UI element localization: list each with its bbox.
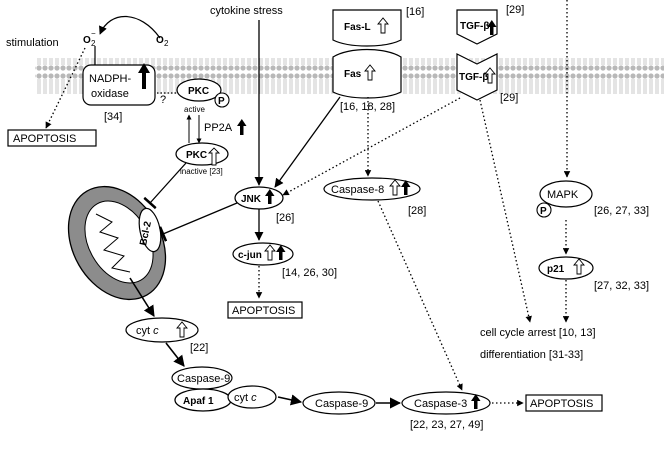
- fas-ligand-up-outline-arrow-icon: [377, 17, 389, 34]
- cjun-node: [232, 242, 294, 266]
- nadph-oxidase-ref: [34]: [104, 111, 122, 123]
- pkc-phospho-label: P: [218, 96, 225, 107]
- caspase8-up-arrow-icon: [401, 180, 411, 195]
- cjun-up-arrow-icon: [276, 245, 286, 260]
- caspase3-up-arrow-icon: [471, 394, 481, 409]
- tgfb-ligand-up-arrow-icon: [487, 20, 497, 35]
- jnk-inhibits-bcl2: [158, 202, 238, 242]
- svg-text:O: O: [83, 35, 91, 46]
- fas-receptor-label: Fas: [344, 69, 362, 80]
- differentiation-label: differentiation [31-33]: [480, 349, 583, 361]
- tgfb-to-jnk-arrow: [282, 97, 461, 196]
- cytokine-stress-label: cytokine stress: [210, 5, 283, 17]
- pkc-nadph-question: ?: [160, 94, 166, 106]
- oxygen-label: O 2: [156, 35, 169, 48]
- fas-up-outline-arrow-icon: [364, 64, 376, 81]
- mapk-phospho-badge: [536, 202, 552, 218]
- apoptosome-cytc-label: cyt c: [234, 392, 257, 404]
- apoptosome-caspase9-label: Caspase-9: [177, 373, 230, 385]
- nadph-up-arrow-icon: [138, 63, 150, 89]
- caspase3-ref: [22, 23, 27, 49]: [410, 419, 483, 431]
- tgfb-ligand-shape: [456, 9, 498, 45]
- mapk-label: MAPK: [547, 189, 579, 201]
- p21-label: p21: [547, 264, 565, 275]
- mito-to-cytc-arrow: [129, 277, 155, 317]
- pkc-phospho-badge: [214, 92, 230, 108]
- cytc-to-apoptosome-arrow: [165, 342, 185, 367]
- apoptosome-to-caspase9-arrow: [277, 394, 303, 406]
- superoxide-label: O 2 −: [83, 29, 96, 48]
- nadph-oxidase-box: [82, 64, 156, 106]
- stimulation-label: stimulation: [6, 37, 59, 49]
- jnk-up-arrow-icon: [265, 189, 275, 204]
- pkc-active-label: PKC: [188, 86, 209, 97]
- mitochondrion-icon: [67, 185, 167, 301]
- mapk-node: [539, 180, 593, 208]
- caspase9-node: [302, 391, 376, 415]
- caspase3-node: [401, 391, 491, 415]
- pkc-inactive-label: PKC: [186, 150, 207, 161]
- mapk-phospho-label: P: [540, 206, 547, 217]
- jnk-label: JNK: [241, 194, 262, 205]
- mapk-ref: [26, 27, 33]: [594, 205, 649, 217]
- svg-text:O: O: [156, 35, 164, 46]
- nadph-to-apoptosis-arrow: [45, 47, 86, 129]
- caspase8-up-outline-arrow-icon: [389, 179, 401, 196]
- jnk-ref: [26]: [276, 212, 294, 224]
- fas-receptor-shape: [332, 48, 402, 99]
- tgfb-ligand-label: TGF-β: [460, 21, 489, 32]
- pkc-active-state: active: [184, 105, 205, 114]
- pkc-inactive-state: inactive [23]: [180, 167, 223, 176]
- caspase3-label: Caspase-3: [414, 398, 467, 410]
- fas-ligand-ref: [16]: [406, 6, 424, 18]
- apoptosis-box-2: [227, 301, 303, 319]
- pp2a-label: PP2A: [204, 122, 233, 134]
- oxygen-reduction-arrow: [99, 15, 161, 39]
- fas-receptor-ref: [16, 18, 28]: [340, 101, 395, 113]
- cjun-ref: [14, 26, 30]: [282, 267, 337, 279]
- apoptosis-label-2: APOPTOSIS: [232, 305, 295, 317]
- cjun-up-outline-arrow-icon: [264, 244, 276, 261]
- fas-to-jnk-arrow: [274, 96, 341, 188]
- apaf1-label: Apaf 1: [183, 396, 214, 407]
- svg-text:Bcl-2: Bcl-2: [138, 220, 154, 247]
- nadph-oxidase-label-2: oxidase: [91, 88, 129, 100]
- nadph-oxidase-label: NADPH-: [89, 73, 132, 85]
- cytc-ref: [22]: [190, 342, 208, 354]
- cytc-up-outline-arrow-icon: [176, 321, 188, 338]
- caspase8-ref: [28]: [408, 205, 426, 217]
- cell-cycle-arrest-label: cell cycle arrest [10, 13]: [480, 327, 596, 339]
- tgfb-receptor-ref: [29]: [500, 92, 518, 104]
- svg-text:2: 2: [164, 39, 169, 48]
- caspase8-label: Caspase-8: [331, 184, 384, 196]
- apoptosis-box-3: [525, 394, 603, 412]
- tgfb-to-cell-cycle-arrow: [479, 99, 532, 323]
- tgfb-receptor-label: TGF-β: [459, 72, 488, 83]
- fas-ligand-label: Fas-L: [344, 22, 371, 33]
- tgfb-ligand-ref: [29]: [506, 4, 524, 16]
- cytc-label: cyt c: [136, 325, 159, 337]
- caspase9-label: Caspase-9: [315, 398, 368, 410]
- apoptosis-label-3: APOPTOSIS: [530, 398, 593, 410]
- tgfb-receptor-shape: [456, 53, 498, 101]
- pkc-inhibits-bcl2: [143, 162, 187, 210]
- pkc-active-node: [176, 78, 222, 102]
- cjun-label: c-jun: [238, 250, 262, 261]
- tgfb-receptor-up-outline-arrow-icon: [484, 67, 496, 84]
- caspase8-to-caspase3-arrow: [377, 200, 463, 391]
- apoptosis-label-1: APOPTOSIS: [13, 133, 76, 145]
- svg-text:−: −: [91, 29, 96, 38]
- p21-ref: [27, 32, 33]: [594, 280, 649, 292]
- apoptosis-box-1: [7, 129, 97, 147]
- p21-up-outline-arrow-icon: [573, 258, 585, 275]
- apoptosome-cytc-node: [227, 385, 277, 409]
- pp2a-up-arrow-icon: [237, 119, 247, 135]
- svg-text:2: 2: [91, 39, 96, 48]
- pkc-inactive-up-outline-arrow-icon: [207, 147, 221, 166]
